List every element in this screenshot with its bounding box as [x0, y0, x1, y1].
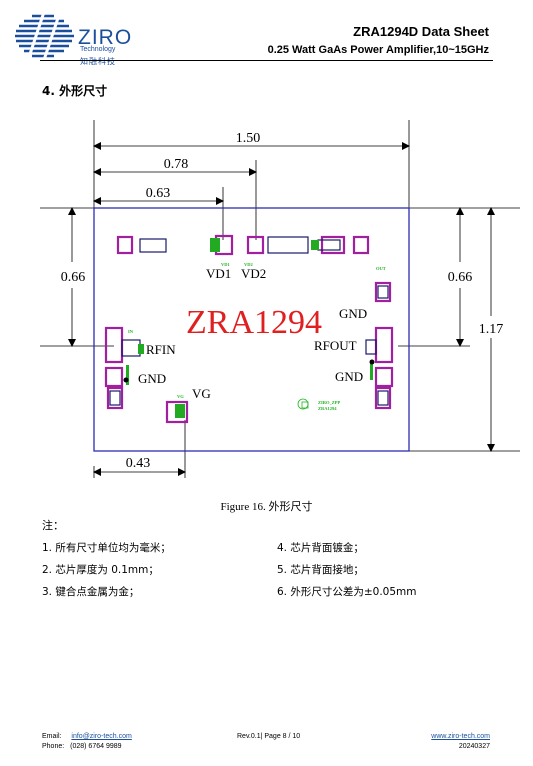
pad-right-bottom [374, 386, 392, 410]
label-gnd-right-top: GND [339, 306, 367, 321]
figure-caption: Figure 16. 外形尺寸 [220, 501, 313, 513]
tiny-out: OUT [376, 266, 386, 271]
tiny-mark1: ZIRO_ZPP [318, 400, 341, 405]
label-vd2: VD2 [241, 266, 266, 281]
vd1-inner [210, 238, 220, 252]
pad-top-right-1 [320, 235, 346, 255]
footer-email-label: Email: [42, 733, 62, 740]
note-item-1: 1. 所有尺寸单位均为毫米； [42, 542, 171, 554]
capacitor-right-bottom [377, 390, 389, 406]
dim-right-height-text: 0.66 [448, 270, 473, 285]
label-rfout: RFOUT [314, 338, 357, 353]
note-item-3: 3. 键合点金属为金； [42, 586, 140, 598]
dim-vd1-text: 0.63 [146, 186, 171, 201]
dim-width-text: 1.50 [236, 131, 261, 146]
tiny-vg: VG [177, 394, 184, 399]
logo-subtitle: Technology [80, 46, 116, 53]
label-gnd-left: GND [138, 371, 166, 386]
pad-vd2 [246, 235, 265, 255]
footer-website-link[interactable]: www.ziro-tech.com [431, 733, 490, 740]
rfin-line [121, 339, 141, 357]
label-vg: VG [192, 386, 211, 401]
pad-vg [165, 400, 189, 424]
dim-vd2-text: 0.78 [164, 157, 189, 172]
extension-lines [40, 120, 520, 478]
footer-revision-page: Rev.0.1| Page 8 / 10 [237, 733, 301, 740]
capacitor-left-bottom [109, 390, 121, 406]
logo-wordmark: ZIRO [78, 26, 133, 49]
capacitor-right [377, 285, 389, 299]
label-vd1: VD1 [206, 266, 231, 281]
datasheet-subtitle: 0.25 Watt GaAs Power Amplifier,10~15GHz [267, 44, 489, 56]
dim-vg-text: 0.43 [126, 456, 151, 471]
tiny-vd2: VD2 [244, 262, 253, 267]
pad-top-left [116, 235, 134, 255]
chip-name: ZRA1294 [186, 304, 322, 341]
datasheet-title: ZRA1294D Data Sheet [353, 24, 489, 39]
rfout-line [365, 339, 377, 355]
alignment-mark-icon [297, 398, 309, 410]
section-title: 4. 外形尺寸 [42, 84, 108, 98]
header-divider [40, 60, 493, 61]
outline-drawing: 1.50 0.78 0.63 0.66 0.66 1.17 0.43 [40, 120, 520, 478]
footer-email-link[interactable]: info@ziro-tech.com [71, 733, 132, 740]
pad-right-top [374, 281, 392, 303]
label-rfin: RFIN [146, 342, 176, 357]
logo-chinese: 知融科技 [80, 57, 116, 66]
footer-phone-number: (028) 6764 9989 [70, 743, 122, 750]
note-item-2: 2. 芯片厚度为 0.1mm； [42, 564, 159, 576]
note-item-4: 4. 芯片背面镀金； [277, 542, 364, 554]
footer-phone-label: Phone: [42, 743, 65, 750]
tiny-in: IN [128, 329, 134, 334]
pad-rfin [104, 326, 124, 364]
pad-left-gnd [104, 366, 124, 388]
notes-heading: 注： [42, 519, 64, 532]
note-item-5: 5. 芯片背面接地； [277, 564, 364, 576]
ziro-logo-icon [15, 11, 74, 60]
pad-right-gnd [374, 366, 394, 388]
pad-top-right-2 [352, 235, 370, 255]
dim-left-height-text: 0.66 [61, 270, 86, 285]
note-item-6: 6. 外形尺寸公差为±0.05mm [277, 586, 417, 598]
pad-rfout [374, 326, 394, 364]
dim-total-height-text: 1.17 [479, 322, 504, 337]
resistor-top [267, 236, 309, 254]
footer-email: Email: info@ziro-tech.com [42, 733, 132, 740]
capacitor-top-left [139, 238, 167, 253]
label-gnd-right-bottom: GND [335, 369, 363, 384]
chip-outline [93, 207, 410, 452]
pad-left-bottom [106, 386, 124, 410]
tiny-vd1: VD1 [221, 262, 230, 267]
tiny-mark2: ZRA1294 [318, 406, 337, 411]
footer-phone: Phone: (028) 6764 9989 [42, 743, 122, 750]
footer-date: 20240327 [458, 743, 490, 750]
